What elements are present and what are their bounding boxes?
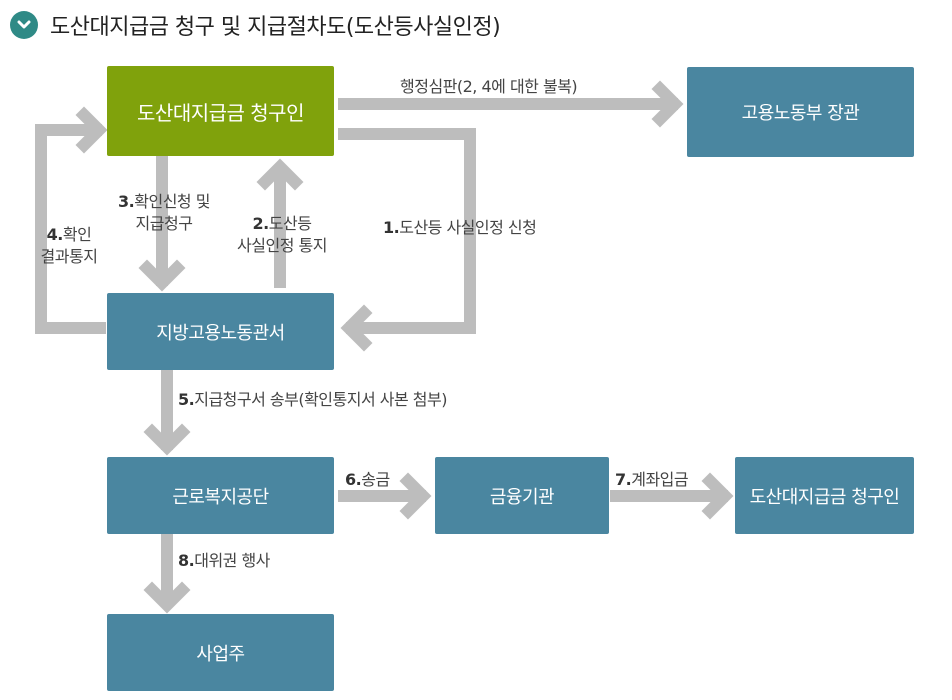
page-header: 도산대지급금 청구 및 지급절차도(도산등사실인정) [10, 8, 501, 42]
arrowhead-step5 [143, 423, 191, 456]
label-step1: 1.도산등 사실인정 신청 [383, 218, 537, 237]
label-step4: 4.확인 결과통지 [40, 225, 98, 266]
box-welfare-service: 근로복지공단 [107, 457, 334, 534]
arrow-step4 [35, 124, 106, 334]
arrowhead-step7 [701, 472, 734, 520]
box-local-office-label: 지방고용노동관서 [156, 322, 285, 344]
box-bank: 금융기관 [435, 457, 609, 534]
label-step8: 8.대위권 행사 [178, 551, 270, 570]
box-claimant-label: 도산대지급금 청구인 [137, 100, 304, 125]
box-employer-label: 사업주 [196, 643, 245, 665]
chevron-down-icon[interactable] [10, 11, 38, 39]
label-step5: 5.지급청구서 송부(확인통지서 사본 첨부) [178, 390, 447, 409]
arrowhead-step4 [75, 106, 108, 154]
box-claimant: 도산대지급금 청구인 [107, 66, 334, 156]
box-employer: 사업주 [107, 614, 334, 691]
box-welfare-service-label: 근로복지공단 [172, 486, 269, 508]
label-step7: 7.계좌입금 [615, 470, 689, 489]
box-local-office: 지방고용노동관서 [107, 293, 334, 370]
arrowhead-step3 [138, 259, 186, 292]
box-ministry: 고용노동부 장관 [687, 67, 914, 157]
label-admin-appeal: 행정심판(2, 4에 대한 불복) [400, 77, 578, 96]
arrow-step1 [338, 128, 476, 334]
arrowhead-admin-appeal [651, 80, 684, 128]
arrowhead-step1 [340, 304, 373, 352]
arrowhead-step8 [143, 581, 191, 614]
page-title: 도산대지급금 청구 및 지급절차도(도산등사실인정) [50, 15, 501, 40]
arrowhead-step6 [399, 472, 432, 520]
label-step6: 6.송금 [345, 470, 390, 489]
box-claimant-final-label: 도산대지급금 청구인 [749, 486, 900, 508]
box-ministry-label: 고용노동부 장관 [741, 103, 860, 124]
label-step2: 2.도산등 사실인정 통지 [237, 214, 327, 255]
box-claimant-final: 도산대지급금 청구인 [735, 457, 914, 534]
box-bank-label: 금융기관 [489, 486, 555, 508]
arrowhead-step2 [256, 158, 304, 191]
label-step3: 3.확인신청 및 지급청구 [118, 192, 210, 233]
